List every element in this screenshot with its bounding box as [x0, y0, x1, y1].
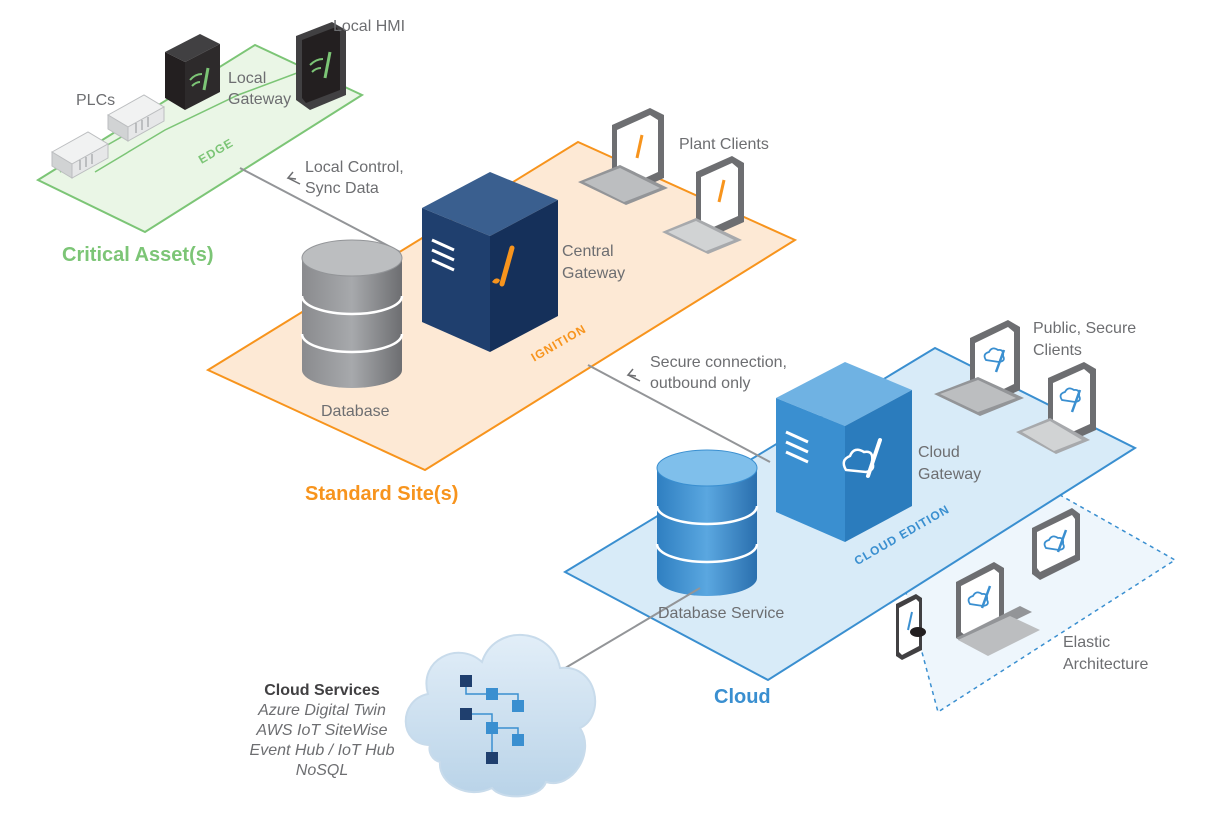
- central-gateway-label-line1: Central: [562, 243, 614, 260]
- cloud-title: Cloud: [714, 686, 771, 708]
- cloud-service-item: NoSQL: [295, 762, 349, 779]
- plant-laptop: [578, 108, 668, 205]
- cloud-gateway-label-line1: Cloud: [918, 444, 960, 461]
- elastic-laptop: [956, 562, 1040, 656]
- cloud-gateway-server: [776, 362, 912, 542]
- database-service-cylinder: [655, 449, 759, 596]
- plcs-label: PLCs: [76, 92, 116, 109]
- services-to-cloud-connector: [544, 587, 701, 681]
- public-clients-label-line1: Public, Secure: [1033, 320, 1137, 337]
- local-gateway-label-line1: Local: [228, 70, 267, 87]
- standard-sites-title: Standard Site(s): [305, 483, 459, 505]
- plant-clients-label: Plant Clients: [679, 136, 769, 153]
- cloud-service-item: AWS IoT SiteWise: [256, 722, 388, 739]
- local-control-label-line2: Sync Data: [305, 180, 379, 197]
- elastic-label-line2: Architecture: [1063, 656, 1149, 673]
- plc-device-2: [107, 94, 165, 142]
- cloud-service-item: Azure Digital Twin: [258, 702, 386, 719]
- public-laptop: [934, 320, 1024, 416]
- cloud-services-icon: [404, 634, 597, 798]
- elastic-phone: [896, 594, 926, 660]
- public-clients-label-line2: Clients: [1033, 342, 1082, 359]
- central-gateway-label-line2: Gateway: [562, 265, 626, 282]
- secure-connection-label-line2: outbound only: [650, 375, 751, 392]
- edge-to-site-connector: [239, 167, 401, 253]
- arrow-icon-2: [626, 368, 637, 377]
- local-hmi-device: [296, 22, 346, 110]
- database-label: Database: [321, 403, 390, 420]
- site-to-cloud-connector: [587, 364, 771, 463]
- central-gateway-server: [422, 172, 558, 352]
- cloud-services-title: Cloud Services: [264, 682, 380, 699]
- secure-connection-label-line1: Secure connection,: [650, 354, 787, 371]
- edge-inner-line: [94, 69, 306, 173]
- elastic-label-line1: Elastic: [1063, 634, 1111, 651]
- critical-assets-title: Critical Asset(s): [62, 244, 214, 266]
- local-control-label-line1: Local Control,: [305, 159, 404, 176]
- cloud-services-list: Cloud Services Azure Digital Twin AWS Io…: [232, 681, 412, 781]
- database-cylinder: [300, 239, 404, 388]
- local-gateway-device: [165, 34, 220, 110]
- elastic-monitor: [1032, 508, 1080, 580]
- public-desktop: [1016, 362, 1096, 454]
- database-service-label: Database Service: [658, 605, 785, 622]
- plant-desktop: [662, 156, 744, 254]
- local-hmi-label: Local HMI: [333, 18, 406, 35]
- plc-device-1: [51, 131, 109, 179]
- cloud-service-item: Event Hub / IoT Hub: [249, 742, 395, 759]
- local-gateway-label-line2: Gateway: [228, 91, 292, 108]
- cloud-gateway-label-line2: Gateway: [918, 466, 982, 483]
